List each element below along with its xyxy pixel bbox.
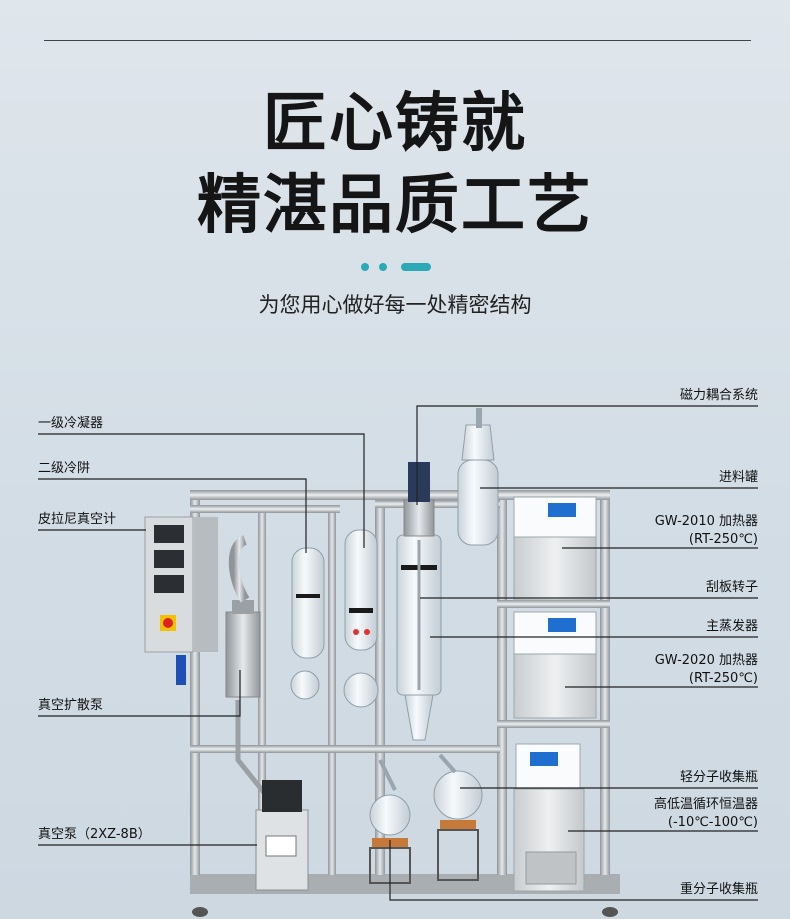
chiller-display bbox=[530, 752, 558, 766]
light-flask bbox=[433, 770, 483, 820]
vacuum-pump-plate bbox=[265, 835, 297, 857]
diffusion-pump-top bbox=[232, 600, 254, 614]
chiller-vent bbox=[525, 851, 577, 885]
chiller-panel bbox=[515, 743, 581, 790]
heater1-display bbox=[548, 503, 576, 517]
title-line1: 匠心铸就 bbox=[263, 87, 527, 161]
evaporator-bottom bbox=[404, 694, 434, 741]
cable-gland bbox=[176, 655, 186, 685]
frame-rail bbox=[190, 505, 340, 513]
label-heater1-model: GW-2010 加热器 bbox=[654, 514, 758, 529]
dot-2 bbox=[379, 263, 387, 271]
controller-display bbox=[154, 575, 184, 593]
label-main-evaporator: 主蒸发器 bbox=[705, 619, 758, 634]
label-heater1-range: (RT-250℃) bbox=[688, 532, 758, 547]
diffusion-pump bbox=[225, 611, 261, 698]
label-chiller-name: 高低温循环恒温器 bbox=[653, 797, 758, 812]
callout-lines-left bbox=[38, 433, 365, 846]
frame-post bbox=[375, 490, 385, 875]
frame-post bbox=[258, 505, 266, 875]
label-magnetic-coupling: 磁力耦合系统 bbox=[679, 388, 758, 403]
primary-condenser bbox=[344, 529, 378, 651]
controller-display bbox=[154, 550, 184, 568]
subtitle: 为您用心做好每一处精密结构 bbox=[258, 293, 532, 317]
label-feed-tank: 进料罐 bbox=[718, 470, 758, 485]
frame-post bbox=[497, 490, 507, 875]
frame-rail bbox=[375, 500, 500, 508]
label-vacuum-pump: 真空泵（2XZ-8B） bbox=[38, 827, 151, 842]
vacuum-pump-motor bbox=[262, 780, 302, 812]
frame-post bbox=[600, 490, 610, 875]
label-heater2-range: (RT-250℃) bbox=[688, 671, 758, 686]
caster-left bbox=[192, 907, 208, 917]
frame-rail bbox=[497, 720, 610, 728]
lab-jack bbox=[437, 829, 479, 881]
feed-tank bbox=[457, 459, 499, 546]
cold-trap-clamp bbox=[296, 594, 320, 598]
control-box-side bbox=[193, 517, 218, 652]
frame-rail bbox=[190, 490, 610, 500]
magnetic-coupling bbox=[403, 499, 435, 537]
frame-rail bbox=[497, 600, 610, 608]
glass-arms bbox=[378, 753, 457, 791]
condenser-clamp bbox=[349, 608, 373, 613]
label-light-flask: 轻分子收集瓶 bbox=[679, 770, 758, 785]
dot-1 bbox=[361, 263, 369, 271]
label-chiller-range: (-10℃-100℃) bbox=[667, 815, 758, 830]
label-heater2-model: GW-2020 加热器 bbox=[654, 653, 758, 668]
top-divider bbox=[44, 40, 751, 41]
condenser-port bbox=[353, 629, 359, 635]
label-pirani-gauge: 皮拉尼真空计 bbox=[38, 512, 117, 527]
condenser-port bbox=[364, 629, 370, 635]
cold-trap bbox=[291, 547, 325, 659]
feed-tank-top bbox=[461, 424, 495, 461]
bellows-hose bbox=[228, 535, 250, 603]
heavy-flask bbox=[369, 794, 411, 836]
heater2-body bbox=[513, 653, 597, 719]
vacuum-hose bbox=[235, 700, 272, 802]
heater2-display bbox=[548, 618, 576, 632]
label-primary-condenser: 一级冷凝器 bbox=[38, 416, 104, 431]
label-secondary-cold-trap: 二级冷阱 bbox=[38, 461, 91, 476]
motor bbox=[408, 462, 430, 502]
label-diffusion-pump: 真空扩散泵 bbox=[38, 698, 104, 713]
label-wiper-rotor: 刮板转子 bbox=[705, 580, 758, 595]
frame-post bbox=[328, 505, 336, 875]
controller-display bbox=[154, 525, 184, 543]
frame-post bbox=[190, 490, 200, 875]
title-line2: 精湛品质工艺 bbox=[197, 169, 593, 243]
heater1-body bbox=[513, 536, 597, 601]
caster-right bbox=[602, 907, 618, 917]
condenser-flask bbox=[343, 672, 379, 708]
dash bbox=[401, 263, 431, 271]
label-heavy-flask: 重分子收集瓶 bbox=[679, 882, 758, 897]
callout-lines-right bbox=[389, 405, 758, 901]
feed-tank-stem bbox=[476, 408, 482, 428]
cold-trap-flask bbox=[290, 670, 320, 700]
flask-stand bbox=[440, 820, 476, 830]
frame-rail bbox=[190, 745, 500, 753]
emergency-stop-knob bbox=[163, 618, 173, 628]
